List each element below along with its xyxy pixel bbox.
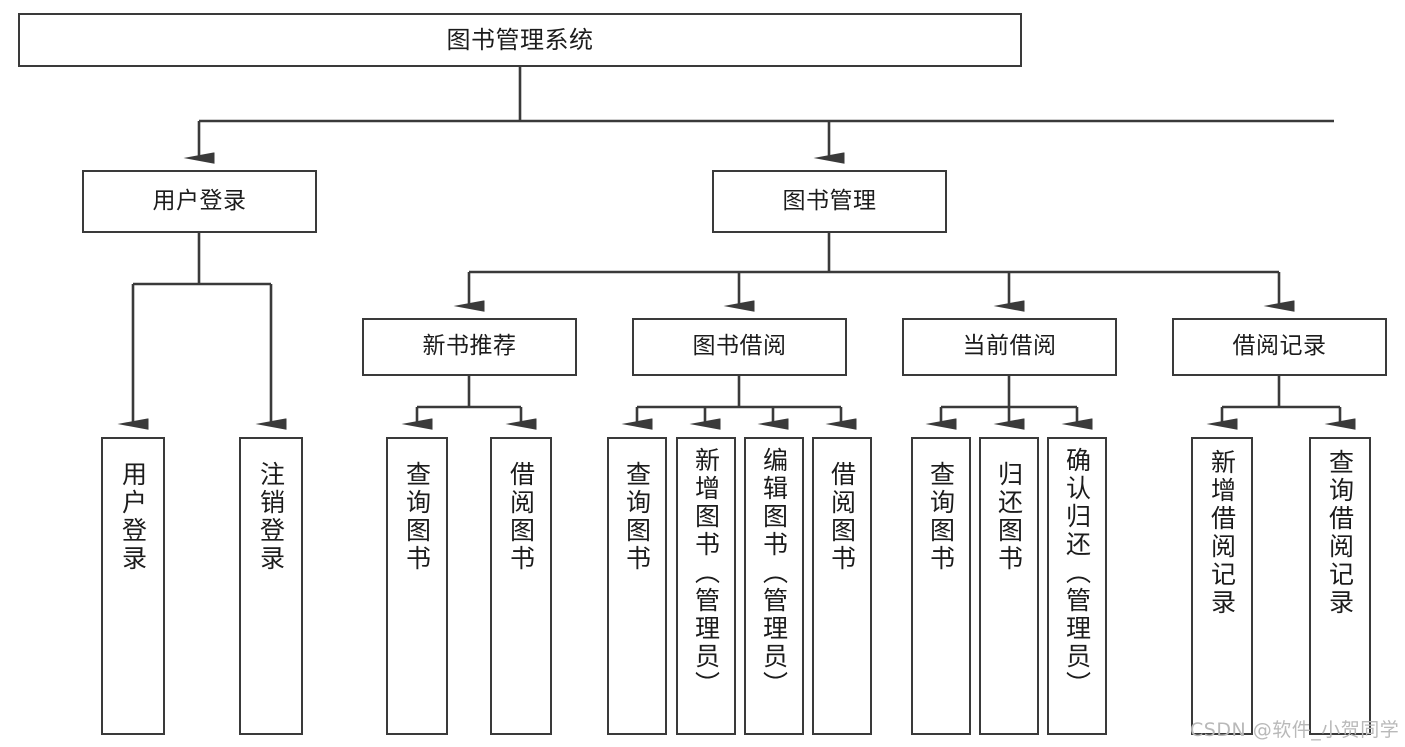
node-leaf-edit-book[interactable]: 编辑图书（管理员）: [744, 437, 804, 735]
node-leaf-user-login-label: 用户登录: [118, 461, 148, 573]
node-new-book-recommend[interactable]: 新书推荐: [362, 318, 577, 376]
node-leaf-query-book-3[interactable]: 查询图书: [911, 437, 971, 735]
node-user-login-label: 用户登录: [152, 187, 247, 214]
node-leaf-edit-book-label: 编辑图书（管理员）: [759, 447, 789, 699]
node-leaf-query-book-2[interactable]: 查询图书: [607, 437, 667, 735]
node-leaf-return-book[interactable]: 归还图书: [979, 437, 1039, 735]
node-current-borrow-label: 当前借阅: [962, 333, 1057, 360]
node-leaf-add-book-label: 新增图书（管理员）: [691, 447, 721, 699]
node-book-management-label: 图书管理: [782, 187, 877, 214]
node-root-label: 图书管理系统: [446, 25, 594, 54]
node-book-borrow-label: 图书借阅: [692, 333, 787, 360]
node-current-borrow[interactable]: 当前借阅: [902, 318, 1117, 376]
node-leaf-query-book-2-label: 查询图书: [622, 461, 652, 573]
csdn-watermark: CSDN @软件_小贺同学: [1190, 719, 1400, 741]
node-leaf-add-book[interactable]: 新增图书（管理员）: [676, 437, 736, 735]
node-leaf-return-book-label: 归还图书: [994, 461, 1024, 573]
node-user-login[interactable]: 用户登录: [82, 170, 317, 233]
node-leaf-borrow-book-2-label: 借阅图书: [827, 461, 857, 573]
node-leaf-borrow-book-2[interactable]: 借阅图书: [812, 437, 872, 735]
node-leaf-query-book-1[interactable]: 查询图书: [386, 437, 448, 735]
node-borrow-record[interactable]: 借阅记录: [1172, 318, 1387, 376]
node-leaf-logout-login[interactable]: 注销登录: [239, 437, 303, 735]
node-book-borrow[interactable]: 图书借阅: [632, 318, 847, 376]
node-leaf-confirm-return[interactable]: 确认归还（管理员）: [1047, 437, 1107, 735]
node-borrow-record-label: 借阅记录: [1232, 333, 1327, 360]
node-leaf-logout-login-label: 注销登录: [256, 461, 286, 573]
node-leaf-borrow-book-1-label: 借阅图书: [506, 461, 536, 573]
node-root[interactable]: 图书管理系统: [18, 13, 1022, 67]
node-leaf-borrow-book-1[interactable]: 借阅图书: [490, 437, 552, 735]
node-leaf-query-record-label: 查询借阅记录: [1325, 449, 1355, 617]
node-leaf-query-book-1-label: 查询图书: [402, 461, 432, 573]
node-new-book-recommend-label: 新书推荐: [422, 333, 517, 360]
node-leaf-user-login[interactable]: 用户登录: [101, 437, 165, 735]
node-leaf-confirm-return-label: 确认归还（管理员）: [1062, 447, 1092, 699]
node-leaf-add-record[interactable]: 新增借阅记录: [1191, 437, 1253, 735]
node-leaf-query-record[interactable]: 查询借阅记录: [1309, 437, 1371, 735]
node-leaf-add-record-label: 新增借阅记录: [1207, 449, 1237, 617]
node-leaf-query-book-3-label: 查询图书: [926, 461, 956, 573]
node-book-management[interactable]: 图书管理: [712, 170, 947, 233]
